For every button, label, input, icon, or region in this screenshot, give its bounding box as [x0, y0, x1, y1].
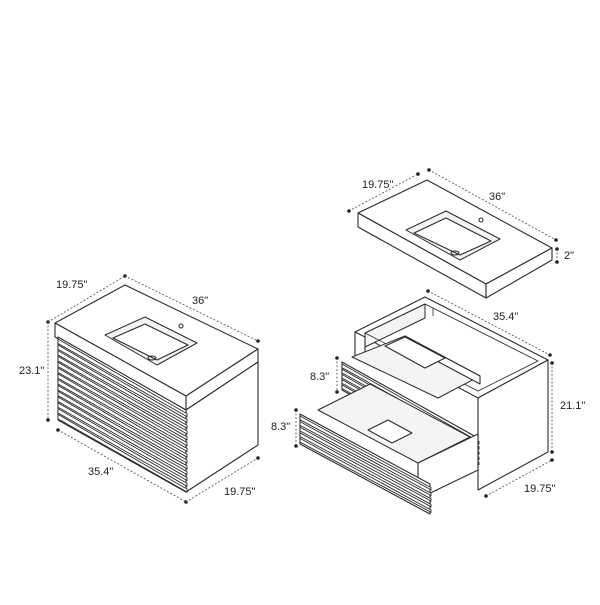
slat [299, 432, 432, 508]
assembled-faucet-hole [178, 323, 184, 329]
slat [57, 349, 188, 429]
countertop-width-label: 36" [489, 191, 505, 203]
slat [299, 437, 432, 513]
cabinet-width-label: 35.4" [493, 311, 518, 323]
assembled-sink-inner [112, 323, 189, 361]
slat [57, 384, 188, 464]
slat [299, 420, 432, 497]
assembled-dimensions [46, 274, 260, 504]
lower-drawer [299, 383, 479, 515]
slat [299, 426, 432, 502]
slat [57, 402, 188, 482]
slat [57, 390, 188, 470]
assembled-depth-bottom-label: 19.75" [224, 486, 256, 498]
slat [57, 344, 188, 424]
exploded-faucet-hole [478, 217, 484, 223]
slat [299, 415, 432, 491]
countertop-thickness-label: 2" [564, 250, 574, 262]
exploded-dimensions [294, 168, 559, 498]
upper-drawer-divider [384, 336, 446, 369]
slat [57, 378, 188, 458]
assembled-slats [57, 338, 188, 493]
exploded-countertop [357, 179, 553, 299]
upper-drawer-height-label: 8.3" [310, 371, 329, 383]
exploded-cabinet [354, 296, 549, 491]
slat [57, 396, 188, 476]
assembled-depth-top-label: 19.75" [56, 279, 88, 291]
exploded-sink-inner [413, 217, 492, 256]
assembled-drain [147, 355, 157, 361]
slat [57, 355, 188, 435]
exploded-drain [450, 250, 460, 256]
assembled-width-top-label: 36" [192, 295, 208, 307]
exploded-countertop-side [485, 247, 553, 299]
assembled-vanity [54, 284, 259, 493]
lower-drawer-divider [367, 419, 413, 444]
slat [57, 361, 188, 441]
slat [57, 373, 188, 453]
slat [57, 407, 188, 487]
countertop-depth-label: 19.75" [362, 179, 394, 191]
slat [57, 413, 188, 493]
slat [57, 338, 188, 418]
assembled-height-label: 23.1" [19, 365, 44, 377]
cabinet-height-label: 21.1" [560, 400, 585, 412]
cabinet-depth-label: 19.75" [524, 483, 556, 495]
lower-drawer-slats [299, 415, 432, 513]
lower-drawer-height-label: 8.3" [271, 421, 290, 433]
slat [57, 367, 188, 447]
assembled-width-bottom-label: 35.4" [88, 466, 113, 478]
